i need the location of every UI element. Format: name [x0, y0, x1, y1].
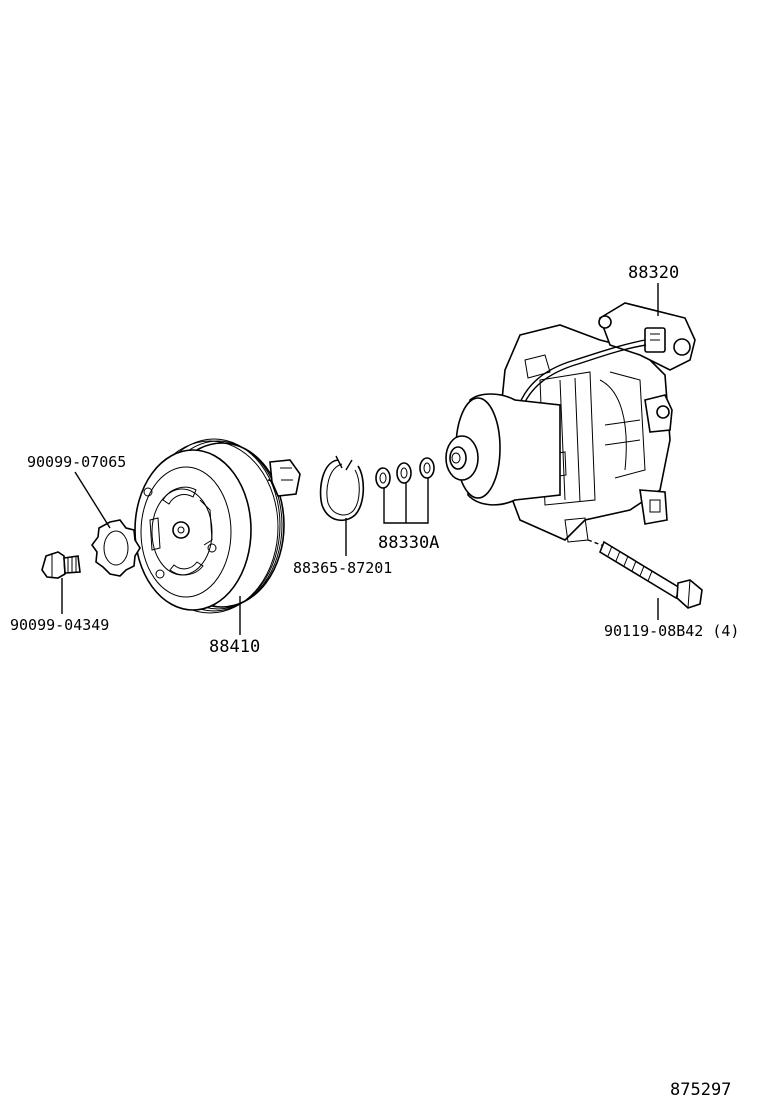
center-bolt-illustration[interactable]	[41, 551, 81, 579]
part-label-snap-ring[interactable]: 88365-87201	[293, 559, 392, 577]
part-label-compressor[interactable]: 88320	[628, 263, 679, 283]
snap-ring-illustration[interactable]	[319, 455, 365, 522]
part-label-clutch-pulley[interactable]: 88410	[209, 637, 260, 657]
washer-illustration[interactable]	[91, 519, 141, 577]
shims-illustration[interactable]	[375, 457, 435, 489]
clutch-pulley-illustration[interactable]	[134, 438, 301, 614]
part-label-shims[interactable]: 88330A	[378, 533, 439, 553]
mount-bolt-illustration[interactable]	[587, 539, 703, 609]
leader-lines	[61, 283, 659, 635]
part-label-washer[interactable]: 90099-07065	[27, 453, 126, 471]
part-label-center-bolt[interactable]: 90099-04349	[10, 616, 109, 634]
part-label-mount-bolt[interactable]: 90119-08B42 (4)	[604, 622, 739, 640]
compressor-illustration[interactable]	[445, 302, 696, 543]
figure-id: 875297	[670, 1080, 731, 1100]
